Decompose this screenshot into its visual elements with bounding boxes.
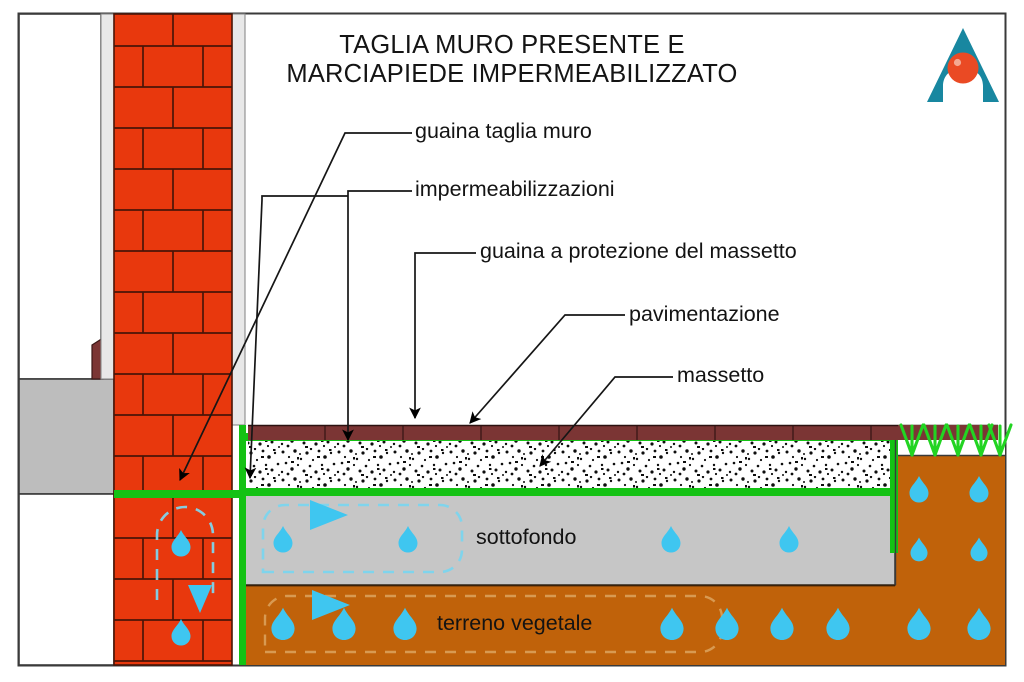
layer-label-terreno-vegetale: terreno vegetale xyxy=(437,611,593,635)
flow-arrowheads xyxy=(188,500,350,620)
callout-label-impermeabilizzazioni: impermeabilizzazioni xyxy=(415,177,615,201)
leader-lines xyxy=(179,132,673,481)
company-logo xyxy=(927,28,999,102)
callout-label-guaina-a-protezione-del-massetto: guaina a protezione del massetto xyxy=(480,239,797,263)
callout-label-pavimentazione: pavimentazione xyxy=(629,302,780,326)
title-line-1: TAGLIA MURO PRESENTE E xyxy=(339,31,685,59)
flow-path-terreno xyxy=(263,594,724,654)
callout-label-massetto: massetto xyxy=(677,363,765,387)
title-line-2: MARCIAPIEDE IMPERMEABILIZZATO xyxy=(286,59,738,88)
diagram-title: TAGLIA MURO PRESENTE E MARCIAPIEDE IMPER… xyxy=(0,31,1024,88)
flow-path-wall xyxy=(155,505,215,600)
layer-label-sottofondo: sottofondo xyxy=(476,525,577,549)
callout-label-guaina-taglia-muro: guaina taglia muro xyxy=(415,119,592,143)
flow-path-sottofondo xyxy=(261,503,464,574)
taglia-muro-membrane xyxy=(114,490,245,498)
brick-wall xyxy=(113,13,233,666)
